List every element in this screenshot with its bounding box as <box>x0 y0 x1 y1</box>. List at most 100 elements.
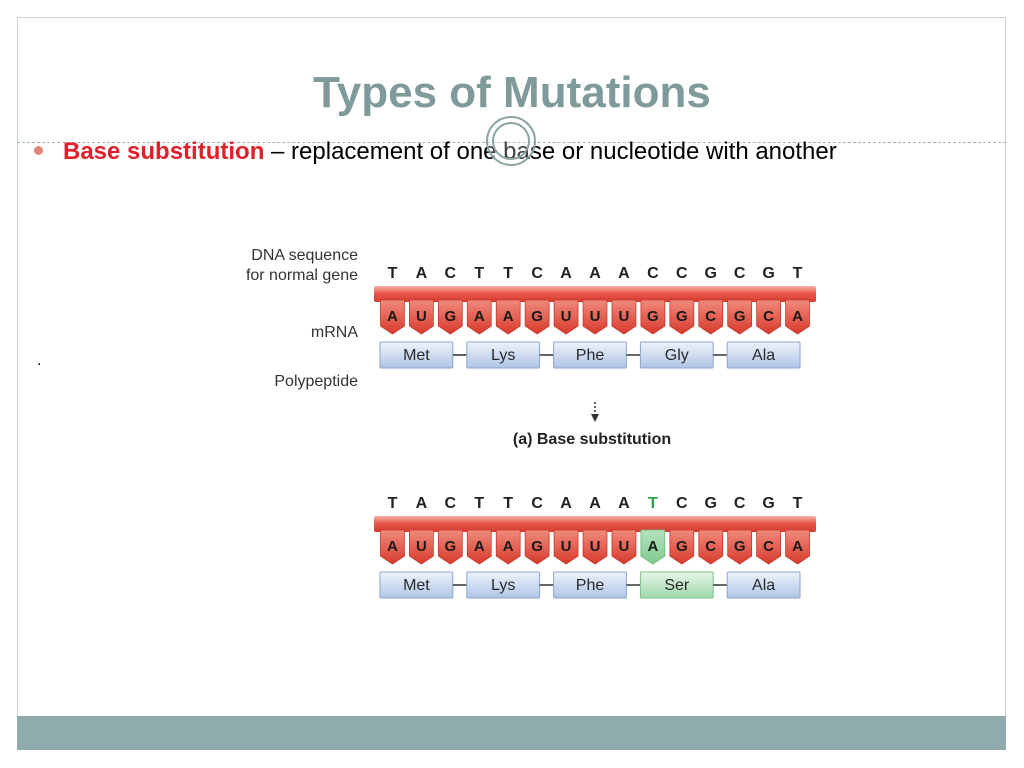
mutant-amino-acid-box <box>553 571 627 599</box>
normal-mrna-nucleotide <box>785 299 810 335</box>
normal-mrna-nucleotide <box>466 299 492 335</box>
normal-mrna-base: A <box>792 308 803 325</box>
mutant-dna-base: C <box>734 495 746 512</box>
mutant-dna-base: T <box>388 495 398 512</box>
mutant-mrna-nucleotide <box>611 529 637 565</box>
mutant-mrna-nucleotide <box>495 529 521 565</box>
normal-dna-base: A <box>416 265 428 282</box>
normal-amino-acid-label: Met <box>403 347 430 364</box>
normal-amino-acid-label: Gly <box>665 347 689 364</box>
normal-mrna-base: U <box>590 308 601 325</box>
mrna-label: mRNA <box>311 324 358 341</box>
normal-dna-base: T <box>388 265 398 282</box>
normal-mrna-base: C <box>705 308 716 325</box>
normal-mrna-base: A <box>387 308 398 325</box>
mutant-mrna-nucleotide <box>409 529 434 565</box>
mutant-dna-base: A <box>560 495 572 512</box>
dna-label-line2: for normal gene <box>246 267 358 284</box>
normal-mrna-base: C <box>763 308 774 325</box>
mutant-mrna-nucleotide <box>727 529 753 565</box>
mutant-dna-base: A <box>416 495 428 512</box>
normal-dna-base: T <box>793 265 803 282</box>
mutant-amino-acid-label: Lys <box>491 577 515 594</box>
mutant-dna-base: T <box>648 495 658 512</box>
normal-dna-base: C <box>445 265 457 282</box>
normal-strand-band <box>374 286 816 302</box>
bullet-text: – replacement of one base or nucleotide … <box>264 138 837 165</box>
normal-amino-acid-label: Ala <box>752 347 775 364</box>
normal-mrna-nucleotide <box>756 299 781 335</box>
normal-mrna-base: U <box>619 308 630 325</box>
mutant-mrna-base: G <box>676 538 688 555</box>
mutant-mrna-nucleotide <box>524 529 550 565</box>
normal-amino-acid-box <box>553 341 627 369</box>
mutant-mrna-nucleotide <box>582 529 608 565</box>
mutant-dna-base: T <box>793 495 803 512</box>
normal-mrna-nucleotide <box>495 299 521 335</box>
mutant-mrna-nucleotide <box>437 529 463 565</box>
mutant-dna-base: G <box>705 495 717 512</box>
mutant-mrna-nucleotide <box>380 529 405 565</box>
mutant-dna-base: G <box>762 495 774 512</box>
mutant-mrna-nucleotide <box>669 529 695 565</box>
normal-mrna-nucleotide <box>669 299 695 335</box>
normal-dna-base: T <box>503 265 513 282</box>
normal-dna-base: A <box>560 265 572 282</box>
normal-dna-base: A <box>618 265 630 282</box>
stray-mark: . <box>37 352 42 369</box>
normal-mrna-nucleotide <box>582 299 608 335</box>
mutant-mrna-nucleotide <box>466 529 492 565</box>
mutant-mrna-nucleotide <box>698 529 724 565</box>
mutant-mrna-base: U <box>619 538 630 555</box>
mutant-mrna-base: G <box>734 538 746 555</box>
mutant-mrna-base: G <box>531 538 543 555</box>
normal-mrna-base: U <box>561 308 572 325</box>
mutation-arrow-icon <box>591 402 599 422</box>
normal-mrna-base: A <box>503 308 514 325</box>
mutant-amino-acid-box <box>726 571 801 599</box>
mutant-dna-base: T <box>503 495 513 512</box>
normal-dna-base: C <box>676 265 688 282</box>
normal-amino-acid-label: Phe <box>576 347 605 364</box>
normal-mrna-nucleotide <box>553 299 579 335</box>
normal-mrna-base: G <box>734 308 746 325</box>
normal-mrna-nucleotide <box>437 299 463 335</box>
normal-mrna-base: U <box>416 308 427 325</box>
bullet-term: Base substitution <box>63 138 265 165</box>
mutant-dna-base: A <box>618 495 630 512</box>
mutant-mrna-base: A <box>647 538 658 555</box>
normal-mrna-nucleotide <box>727 299 753 335</box>
decorative-ring-icon <box>486 116 536 166</box>
normal-amino-acid-label: Lys <box>491 347 515 364</box>
mutant-dna-base: C <box>676 495 688 512</box>
normal-mrna-nucleotide <box>698 299 724 335</box>
mutant-dna-base: C <box>531 495 543 512</box>
normal-dna-base: C <box>647 265 659 282</box>
normal-mrna-base: A <box>474 308 485 325</box>
mutant-dna-base: C <box>445 495 457 512</box>
normal-dna-base: C <box>734 265 746 282</box>
footer-bar <box>17 716 1006 750</box>
mutant-amino-acid-label: Ser <box>664 577 690 594</box>
bullet-dot-icon <box>34 146 43 156</box>
mutant-amino-acid-label: Phe <box>576 577 605 594</box>
normal-mrna-base: G <box>647 308 659 325</box>
mutant-amino-acid-label: Ala <box>752 577 775 594</box>
normal-mrna-nucleotide <box>524 299 550 335</box>
mutant-amino-acid-label: Met <box>403 577 430 594</box>
caption-label: (a) Base substitution <box>513 431 671 448</box>
mutant-strand-band <box>374 516 816 532</box>
mutant-mrna-nucleotide <box>756 529 781 565</box>
normal-mrna-base: G <box>444 308 456 325</box>
normal-dna-base: A <box>589 265 601 282</box>
mutant-mrna-base: A <box>387 538 398 555</box>
mutant-mrna-base: C <box>705 538 716 555</box>
bullet-item: Base substitution – replacement of one b… <box>34 138 837 166</box>
mutant-mrna-nucleotide <box>640 529 666 565</box>
normal-dna-base: G <box>762 265 774 282</box>
normal-dna-base: C <box>531 265 543 282</box>
mutant-mrna-base: U <box>590 538 601 555</box>
